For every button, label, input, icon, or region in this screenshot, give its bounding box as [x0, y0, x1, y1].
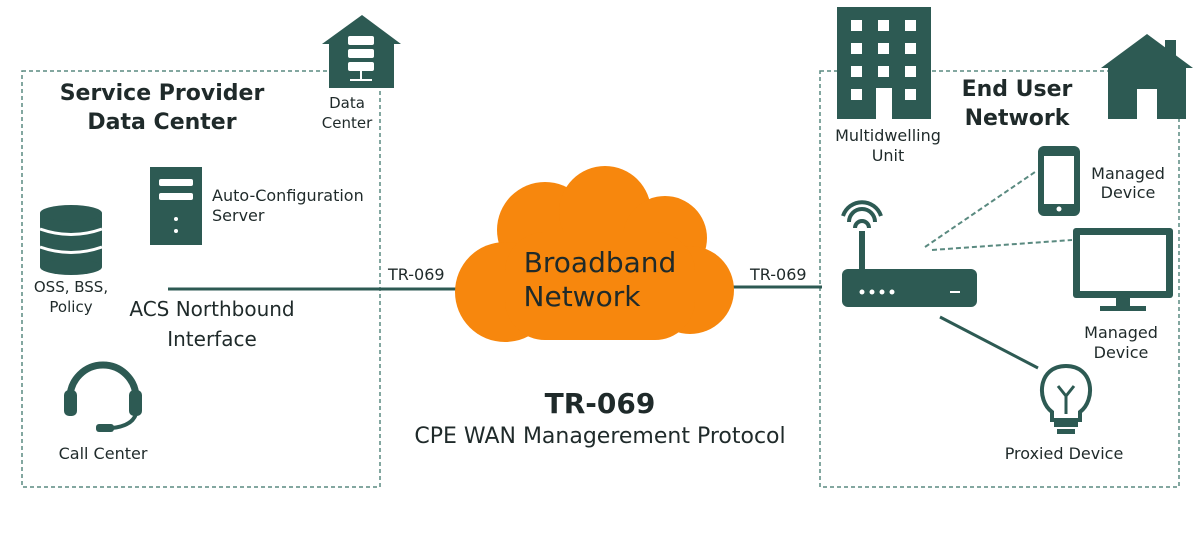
phone-link-line: [924, 171, 1036, 248]
managed-phone-label-line2: Device: [1101, 183, 1156, 202]
cloud-label-line1: Broadband: [524, 246, 677, 279]
building-icon: [837, 7, 931, 119]
multidwelling-label-line2: Unit: [872, 146, 905, 165]
service-provider-title-line1: Service Provider: [60, 81, 265, 106]
managed-monitor-label-line1: Managed: [1084, 323, 1158, 342]
left-link-label: TR-069: [387, 265, 445, 284]
northbound-label-line2: Interface: [167, 327, 257, 351]
service-provider-title-line2: Data Center: [87, 110, 236, 135]
house-icon: [1101, 34, 1193, 119]
oss-label-line1: OSS, BSS,: [34, 278, 108, 296]
managed-monitor-label-line2: Device: [1094, 343, 1149, 362]
smartphone-icon: [1038, 146, 1080, 216]
oss-label-line2: Policy: [49, 298, 92, 316]
wifi-router-icon: [841, 200, 977, 307]
cloud-label-line2: Network: [524, 280, 642, 313]
database-icon: [39, 205, 103, 275]
headset-icon: [64, 361, 142, 432]
data-center-label-line2: Center: [322, 114, 373, 132]
right-link-label: TR-069: [749, 265, 807, 284]
data-center-house-icon: [322, 15, 401, 88]
monitor-icon: [1073, 228, 1173, 311]
end-user-title-line2: Network: [965, 106, 1071, 131]
acs-server-label-line2: Server: [212, 206, 265, 225]
caption-title: TR-069: [545, 387, 656, 420]
managed-phone-label-line1: Managed: [1091, 164, 1165, 183]
lightbulb-icon: [1039, 363, 1093, 434]
service-provider-zone: [21, 70, 381, 488]
call-center-label: Call Center: [59, 444, 148, 463]
proxied-device-label: Proxied Device: [1005, 444, 1124, 463]
end-user-zone: [819, 70, 1180, 488]
northbound-label-line1: ACS Northbound: [129, 297, 294, 321]
broadband-cloud-icon: [455, 166, 734, 342]
multidwelling-label-line1: Multidwelling: [835, 126, 941, 145]
server-tower-icon: [150, 167, 202, 245]
end-user-title-line1: End User: [962, 77, 1073, 102]
monitor-link-line: [931, 239, 1073, 251]
acs-server-label-line1: Auto-Configuration: [212, 186, 364, 205]
proxied-link-line: [939, 315, 1039, 370]
caption-subtitle: CPE WAN Managerement Protocol: [414, 424, 785, 449]
data-center-label-line1: Data: [329, 94, 365, 112]
